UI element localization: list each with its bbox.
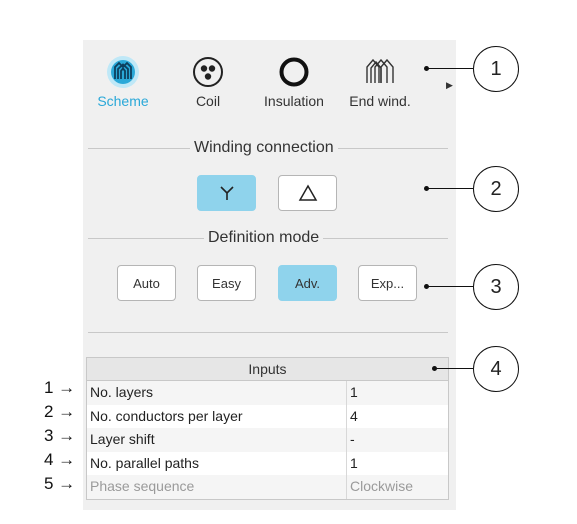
input-label: Phase sequence (87, 475, 347, 499)
scroll-right-arrow-icon[interactable]: ▶ (446, 80, 453, 90)
insulation-icon (279, 57, 309, 87)
star-connection-icon (219, 186, 234, 200)
callout-1: 1 (473, 46, 519, 92)
definition-mode-title: Definition mode (204, 229, 324, 247)
input-label: Layer shift (87, 428, 347, 452)
callout-4: 4 (473, 346, 519, 392)
input-label: No. conductors per layer (87, 404, 347, 428)
inputs-table-header: Inputs (87, 358, 448, 381)
callout-3: 3 (473, 264, 519, 310)
mode-auto-button[interactable]: Auto (117, 265, 176, 301)
scheme-icon (107, 56, 139, 88)
row-annotation-1: 1 → (44, 378, 76, 397)
callout-anchor-4 (432, 366, 437, 371)
tab-coil[interactable]: Coil (163, 55, 253, 109)
callout-leader-2 (427, 188, 473, 189)
table-row[interactable]: Layer shift - (87, 428, 448, 452)
tab-end-winding[interactable]: End wind. (335, 55, 425, 109)
row-annotation-5: 5 → (44, 474, 76, 493)
delta-connection-icon (298, 184, 317, 201)
callout-anchor-3 (424, 284, 429, 289)
callout-2: 2 (473, 166, 519, 212)
callout-anchor-1 (424, 66, 429, 71)
row-annotation-2: 2 → (44, 402, 76, 421)
winding-connection-title: Winding connection (190, 139, 338, 157)
tab-scheme[interactable]: Scheme (78, 55, 168, 109)
callout-leader-4 (435, 368, 473, 369)
row-annotation-3: 3 → (44, 426, 76, 445)
callout-leader-1 (427, 68, 473, 69)
input-value[interactable]: 1 (350, 454, 358, 471)
end-winding-icon (366, 58, 394, 83)
tab-end-winding-label: End wind. (349, 93, 411, 109)
inputs-table: Inputs No. layers 1 No. conductors per l… (86, 357, 449, 500)
tab-insulation-label: Insulation (264, 93, 324, 109)
inputs-divider (88, 332, 448, 333)
mode-expert-button[interactable]: Exp... (358, 265, 417, 301)
delta-connection-button[interactable] (278, 175, 337, 211)
input-value[interactable]: - (350, 431, 355, 447)
input-value: Clockwise (350, 478, 414, 494)
mode-advanced-button[interactable]: Adv. (278, 265, 337, 301)
input-value[interactable]: 1 (350, 384, 358, 400)
tab-coil-label: Coil (195, 93, 221, 109)
input-value[interactable]: 4 (350, 407, 358, 424)
star-connection-button[interactable] (197, 175, 256, 211)
table-row[interactable]: No. parallel paths 1 (87, 451, 448, 475)
coil-icon (193, 57, 223, 87)
mode-easy-button[interactable]: Easy (197, 265, 256, 301)
table-row[interactable]: No. layers 1 (87, 381, 448, 405)
tab-insulation[interactable]: Insulation (249, 55, 339, 109)
tab-scheme-label: Scheme (97, 93, 149, 109)
input-label: No. layers (87, 381, 347, 405)
table-row: Phase sequence Clockwise (87, 475, 448, 499)
table-row[interactable]: No. conductors per layer 4 (87, 404, 448, 428)
callout-anchor-2 (424, 186, 429, 191)
row-annotation-4: 4 → (44, 450, 76, 469)
callout-leader-3 (427, 286, 473, 287)
input-label: No. parallel paths (87, 451, 347, 475)
